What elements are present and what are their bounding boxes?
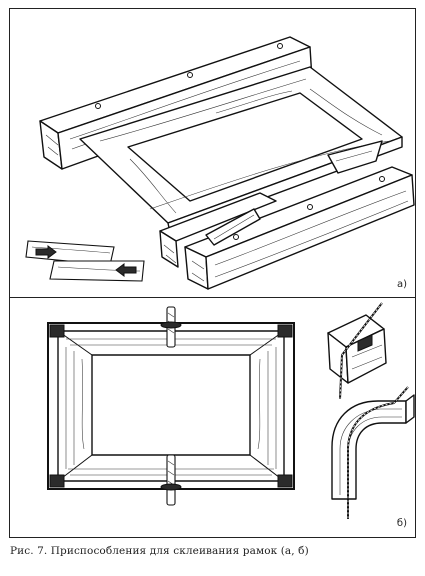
panel-divider	[9, 297, 416, 298]
rounded-corner-detail	[331, 386, 415, 519]
front-rail	[184, 166, 415, 290]
arrow-left-icon	[115, 263, 137, 277]
wedge-inset	[25, 240, 145, 282]
panel-a-jig-illustration: а)	[10, 9, 415, 296]
arrow-right-icon	[35, 245, 57, 259]
panel-a-drawing	[25, 36, 415, 290]
panel-b-drawing	[47, 302, 415, 519]
panel-b-label: б)	[396, 518, 407, 529]
panel-a-label: а)	[396, 279, 407, 290]
wedges	[205, 140, 383, 246]
figure-border	[9, 8, 416, 538]
figure-caption: Рис. 7. Приспособления для склеивания ра…	[10, 545, 309, 557]
side-rail	[159, 192, 277, 268]
frame-with-cord	[47, 306, 295, 506]
panel-b-cord-clamp-illustration: б)	[10, 299, 415, 537]
corner-block-detail	[327, 302, 387, 400]
